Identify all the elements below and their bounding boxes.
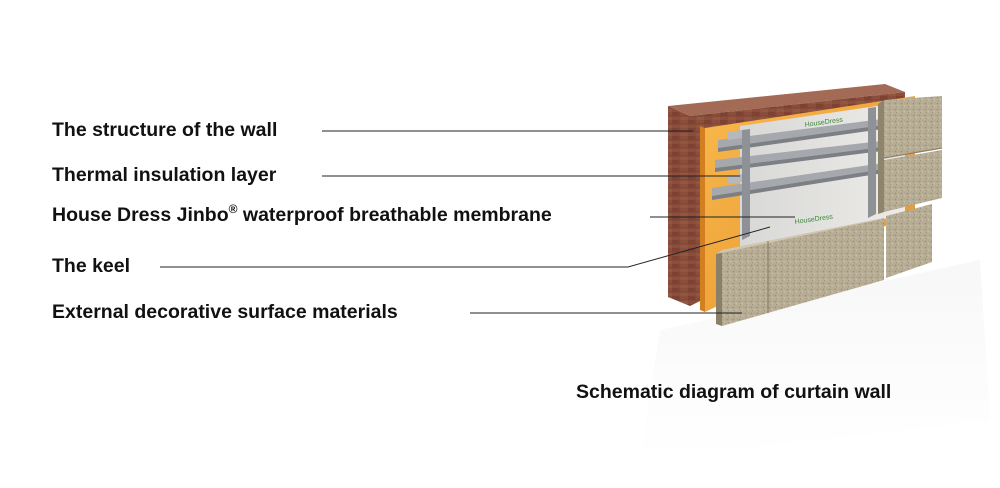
leader-line-keel — [160, 226, 771, 268]
stone-panel — [884, 150, 942, 212]
keel-post — [742, 129, 750, 240]
keel-rail — [715, 140, 890, 168]
keel-rail — [712, 162, 890, 196]
registered-mark: ® — [228, 202, 238, 216]
keel-rail — [715, 146, 890, 172]
label-wall-structure: The structure of the wall — [52, 119, 278, 141]
stone-panel — [722, 218, 884, 326]
keel-rail — [718, 124, 890, 152]
floor-shadow — [640, 260, 990, 460]
stone-panel — [884, 96, 942, 158]
label-external-surface: External decorative surface materials — [52, 301, 398, 323]
stone-panel-side — [878, 100, 884, 214]
brick-wall-front — [668, 106, 690, 306]
insulation-edge — [700, 126, 705, 312]
keel-bracket — [728, 130, 742, 140]
diagram-caption: Schematic diagram of curtain wall — [576, 381, 892, 403]
membrane-description-text: waterproof breathable membrane — [237, 204, 552, 226]
label-keel: The keel — [52, 255, 131, 277]
stone-panel — [886, 204, 932, 278]
label-breathable-membrane: House Dress Jinbo® waterproof breathable… — [52, 203, 552, 226]
stone-panel-top — [716, 218, 884, 254]
keel-rail — [712, 168, 890, 200]
stone-joint — [883, 147, 943, 159]
stone-panel-side — [716, 250, 722, 326]
keel-post — [868, 107, 876, 218]
keel-rail — [718, 118, 890, 148]
brick-wall-top — [668, 84, 905, 116]
membrane-brand-text: House Dress Jinbo — [52, 204, 229, 226]
stone-panels — [716, 96, 943, 326]
label-thermal-insulation: Thermal insulation layer — [52, 164, 277, 186]
